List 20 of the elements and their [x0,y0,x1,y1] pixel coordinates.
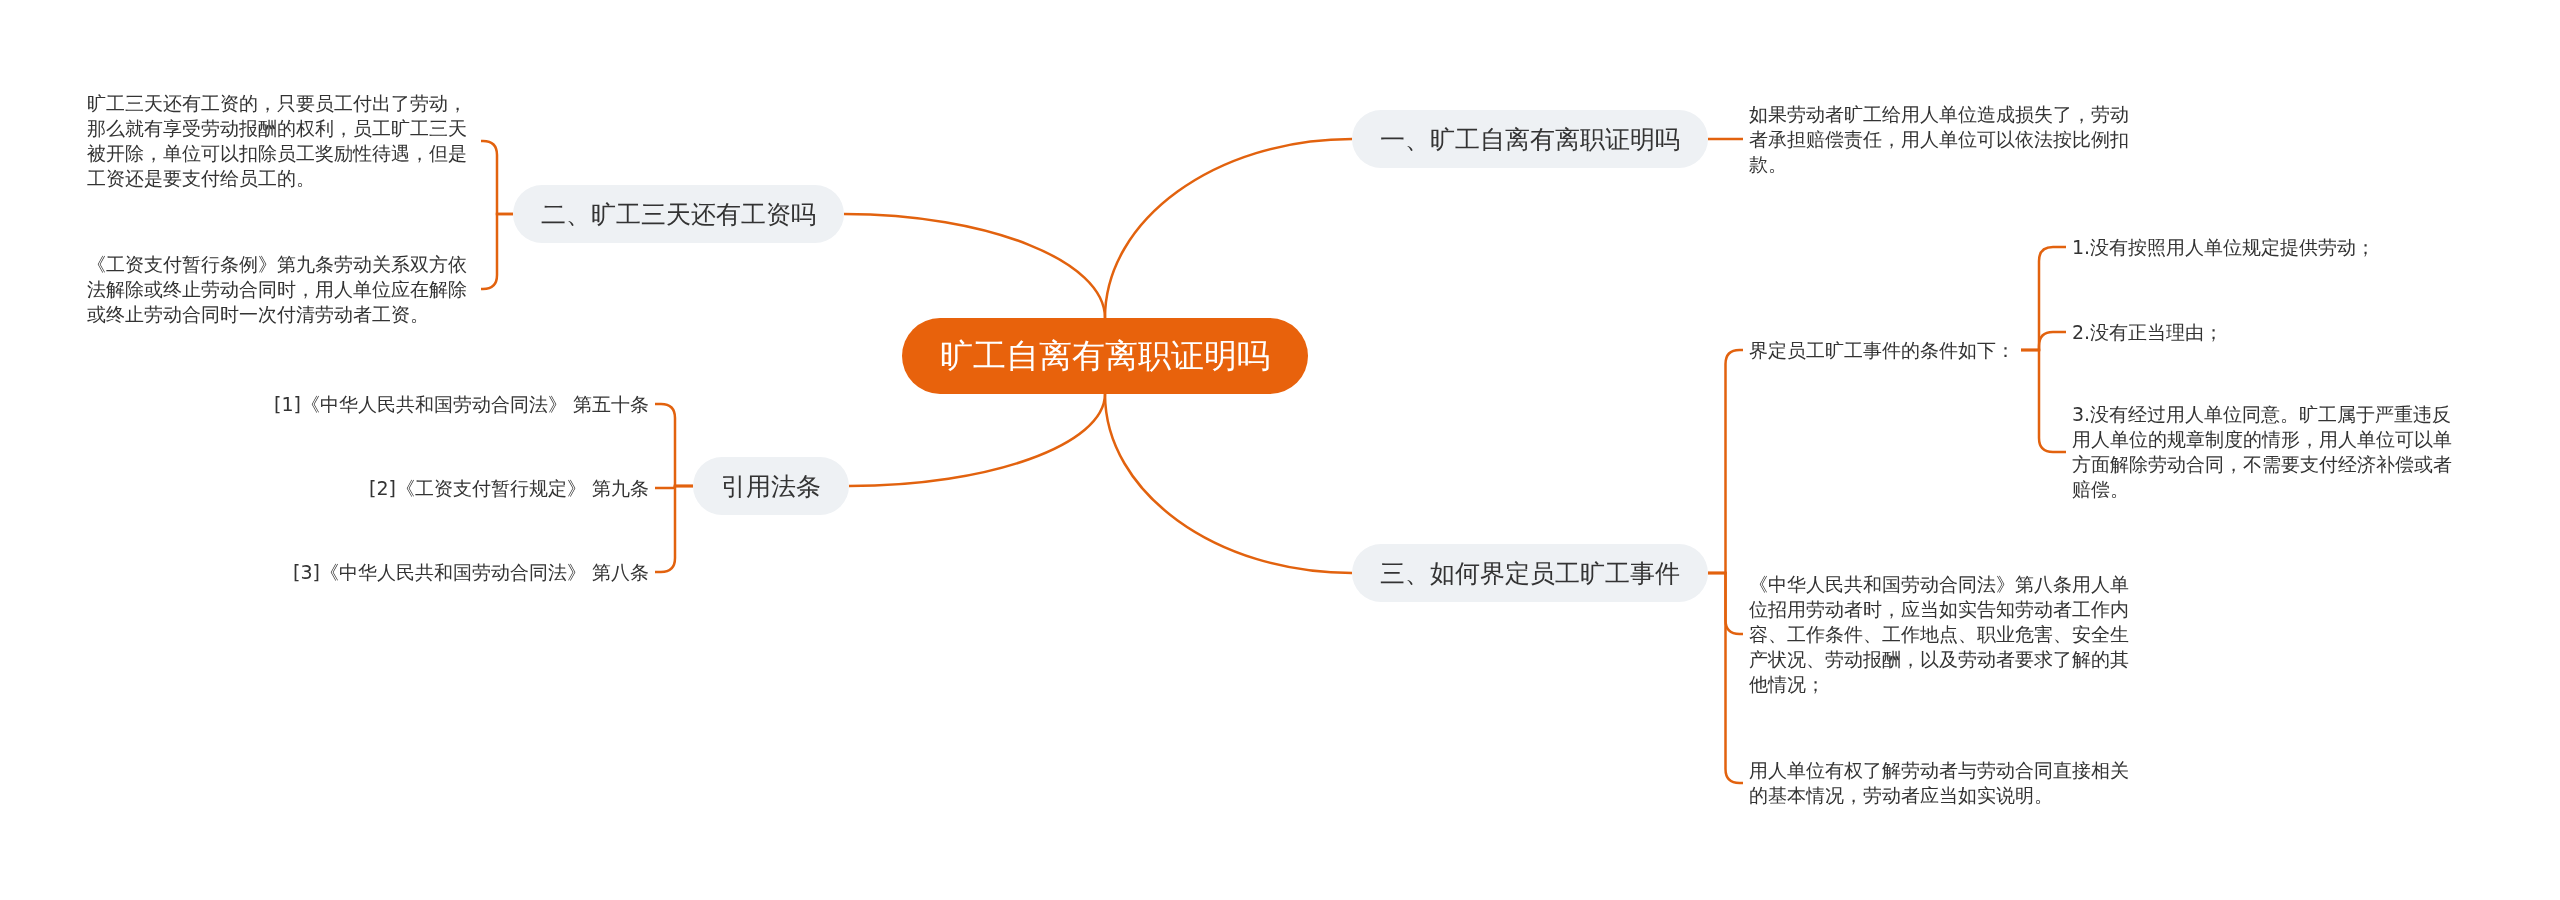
note-text: 界定员工旷工事件的条件如下： [1743,337,2021,363]
reference-text: [2]《工资支付暂行规定》 第九条 [363,475,655,501]
topic-pill: 一、旷工自离有离职证明吗 [1352,110,1708,168]
branch-line [848,393,1107,488]
reference-text: [1]《中华人民共和国劳动合同法》 第五十条 [268,391,655,417]
note-text: 旷工三天还有工资的，只要员工付出了劳动，那么就有享受劳动报酬的权利，员工旷工三天被开除，单位可以扣除员工奖励性待遇，但是工资还是要支付给员工的。 [81,91,481,191]
list-item-text: 3.没有经过用人单位同意。旷工属于严重违反用人单位的规章制度的情形，用人单位可以单方面解除劳动合同，不需要支付经济补偿或者赔偿。 [2066,402,2466,502]
branch-line [843,212,1107,319]
topic-pill: 三、如何界定员工旷工事件 [1352,544,1708,602]
list-item-text: 2.没有正当理由； [2066,319,2230,345]
topic-pill: 二、旷工三天还有工资吗 [513,185,844,243]
note-text: 《中华人民共和国劳动合同法》第八条用人单位招用劳动者时，应当如实告知劳动者工作内容、工作条件、工作地点、职业危害、安全生产状况、劳动报酬，以及劳动者要求了解的其他情况； [1743,571,2143,697]
list-item-text: 1.没有按照用人单位规定提供劳动； [2066,234,2382,260]
central-topic: 旷工自离有离职证明吗 [902,318,1308,394]
note-text: 《工资支付暂行条例》第九条劳动关系双方依法解除或终止劳动合同时，用人单位应在解除或终止劳动合同时一次付清劳动者工资。 [81,251,481,327]
reference-text: [3]《中华人民共和国劳动合同法》 第八条 [287,559,655,585]
note-text: 如果劳动者旷工给用人单位造成损失了，劳动者承担赔偿责任，用人单位可以依法按比例扣款。 [1743,101,2143,177]
topic-pill: 引用法条 [693,457,849,515]
note-text: 用人单位有权了解劳动者与劳动合同直接相关的基本情况，劳动者应当如实说明。 [1743,758,2143,808]
branch-line [1708,137,1743,141]
